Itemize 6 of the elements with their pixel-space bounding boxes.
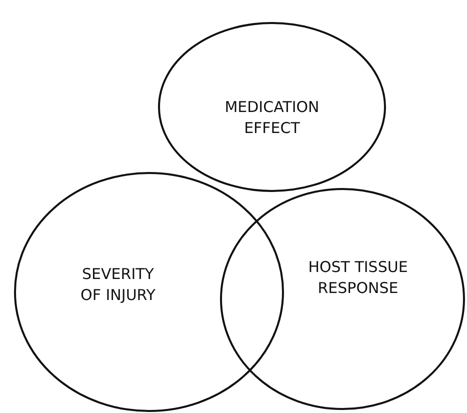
circle-label: SEVERITY OF INJURY	[80, 264, 156, 306]
venn-circle	[158, 22, 386, 192]
venn-circle	[220, 188, 465, 410]
circle-label: HOST TISSUE RESPONSE	[308, 257, 408, 299]
venn-circle	[14, 172, 284, 412]
circle-label: MEDICATION EFFECT	[224, 97, 320, 139]
